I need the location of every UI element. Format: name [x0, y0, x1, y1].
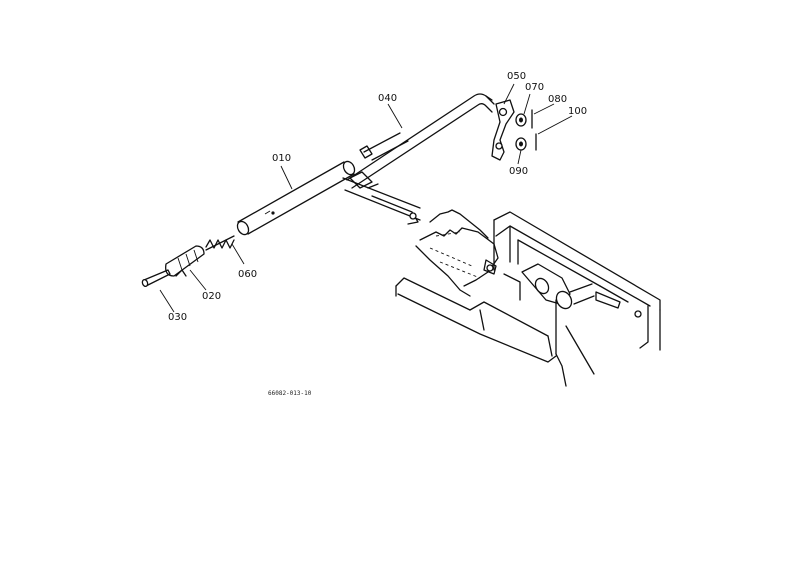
- chassis: [395, 273, 595, 387]
- pivot-shaft: [521, 263, 595, 310]
- label-100: 100: [568, 106, 588, 117]
- label-050: 050: [507, 71, 527, 82]
- pin-030: [141, 269, 171, 288]
- label-010: 010: [272, 153, 292, 164]
- label-020: 020: [202, 291, 222, 302]
- label-070: 070: [525, 82, 545, 93]
- tube-010: [236, 160, 356, 236]
- grip-020: [165, 245, 205, 277]
- label-060: 060: [238, 269, 258, 280]
- rod-040: [346, 93, 495, 189]
- label-030: 030: [168, 312, 188, 323]
- pedal-assembly: [415, 209, 499, 297]
- drawing-code: 66082-013-10: [268, 390, 312, 397]
- label-040: 040: [378, 93, 398, 104]
- label-080: 080: [548, 94, 568, 105]
- label-090: 090: [509, 166, 529, 177]
- frame-housing: [493, 211, 661, 351]
- link-rod: [342, 171, 421, 225]
- leader-lines: [159, 83, 573, 313]
- washer-090: [515, 137, 527, 151]
- arm-050: [491, 99, 515, 161]
- washer-070: [515, 113, 527, 127]
- spring-060: [205, 235, 235, 251]
